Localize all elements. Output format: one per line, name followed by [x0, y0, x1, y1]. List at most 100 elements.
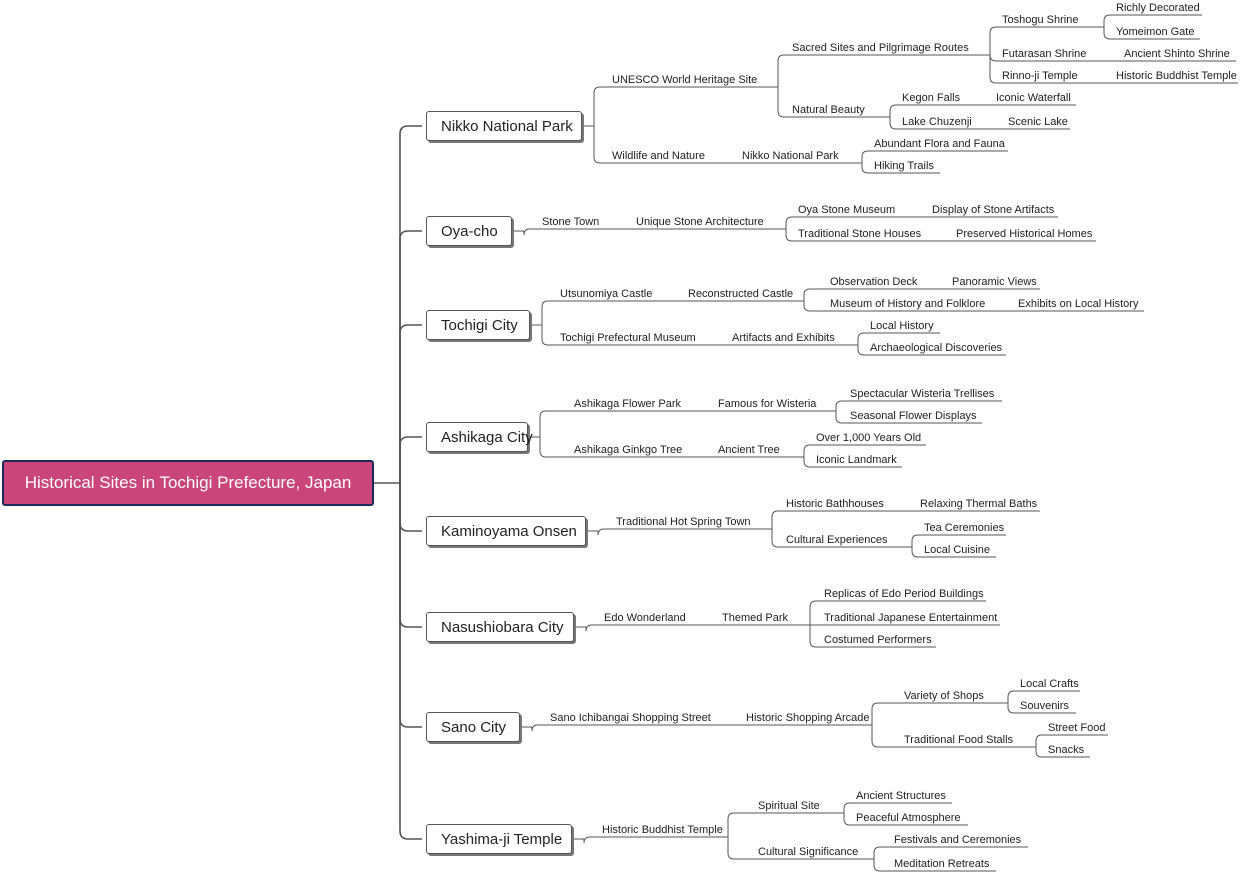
- subtopic-street-food[interactable]: Street Food: [1048, 722, 1106, 734]
- root-node[interactable]: Historical Sites in Tochigi Prefecture, …: [2, 460, 374, 506]
- subtopic-wildlife-and-nature[interactable]: Wildlife and Nature: [612, 150, 705, 162]
- subtopic-replicas-of-edo-period-buildings[interactable]: Replicas of Edo Period Buildings: [824, 588, 984, 600]
- connector: [809, 600, 820, 625]
- subtopic-scenic-lake[interactable]: Scenic Lake: [1008, 116, 1068, 128]
- subtopic-hiking-trails[interactable]: Hiking Trails: [874, 160, 934, 172]
- connector: [597, 528, 612, 536]
- subtopic-local-crafts[interactable]: Local Crafts: [1020, 678, 1079, 690]
- subtopic-festivals-and-ceremonies[interactable]: Festivals and Ceremonies: [894, 834, 1022, 846]
- subtopic-iconic-waterfall[interactable]: Iconic Waterfall: [996, 92, 1071, 104]
- topic-yashima-ji-temple[interactable]: Yashima-ji Temple: [426, 824, 572, 854]
- subtopic-historic-buddhist-temple[interactable]: Historic Buddhist Temple: [1116, 70, 1237, 82]
- subtopic-abundant-flora-and-fauna[interactable]: Abundant Flora and Fauna: [874, 138, 1005, 150]
- subtopic-local-history[interactable]: Local History: [870, 320, 934, 332]
- subtopic-panoramic-views[interactable]: Panoramic Views: [952, 276, 1037, 288]
- topic-oya-cho[interactable]: Oya-cho: [426, 216, 512, 246]
- subtopic-historic-shopping-arcade[interactable]: Historic Shopping Arcade: [746, 712, 870, 724]
- subtopic-variety-of-shops[interactable]: Variety of Shops: [904, 690, 984, 702]
- connector: [539, 437, 570, 458]
- subtopic-costumed-performers[interactable]: Costumed Performers: [824, 634, 932, 646]
- topic-nasushiobara-city[interactable]: Nasushiobara City: [426, 612, 574, 642]
- subtopic-museum-of-history-and-folklore[interactable]: Museum of History and Folklore: [830, 298, 986, 310]
- subtopic-ancient-shinto-shrine[interactable]: Ancient Shinto Shrine: [1124, 48, 1230, 60]
- connector: [523, 228, 538, 236]
- connector: [593, 126, 608, 164]
- connector: [871, 725, 900, 748]
- subtopic-themed-park[interactable]: Themed Park: [722, 612, 789, 624]
- subtopic-tochigi-prefectural-museum[interactable]: Tochigi Prefectural Museum: [560, 332, 696, 344]
- subtopic-reconstructed-castle[interactable]: Reconstructed Castle: [688, 288, 794, 300]
- topic-tochigi-city[interactable]: Tochigi City: [426, 310, 530, 340]
- connector: [1035, 734, 1044, 747]
- subtopic-preserved-historical-homes[interactable]: Preserved Historical Homes: [956, 228, 1093, 240]
- subtopic-peaceful-atmosphere[interactable]: Peaceful Atmosphere: [856, 812, 961, 824]
- connector: [889, 117, 898, 130]
- subtopic-yomeimon-gate[interactable]: Yomeimon Gate: [1116, 26, 1195, 38]
- subtopic-oya-stone-museum[interactable]: Oya Stone Museum: [798, 204, 896, 216]
- topic-kaminoyama-onsen[interactable]: Kaminoyama Onsen: [426, 516, 586, 546]
- connector: [1103, 27, 1112, 40]
- subtopic-famous-for-wisteria[interactable]: Famous for Wisteria: [718, 398, 817, 410]
- subtopic-ashikaga-flower-park[interactable]: Ashikaga Flower Park: [574, 398, 681, 410]
- subtopic-souvenirs[interactable]: Souvenirs: [1020, 700, 1069, 712]
- subtopic-relaxing-thermal-baths[interactable]: Relaxing Thermal Baths: [920, 498, 1038, 510]
- subtopic-ancient-tree[interactable]: Ancient Tree: [718, 444, 780, 456]
- subtopic-historic-bathhouses[interactable]: Historic Bathhouses: [786, 498, 884, 510]
- connector: [861, 150, 870, 163]
- subtopic-ashikaga-ginkgo-tree[interactable]: Ashikaga Ginkgo Tree: [574, 444, 683, 456]
- connector: [803, 444, 812, 457]
- subtopic-stone-town[interactable]: Stone Town: [542, 216, 600, 228]
- subtopic-exhibits-on-local-history[interactable]: Exhibits on Local History: [1018, 298, 1139, 310]
- subtopic-richly-decorated[interactable]: Richly Decorated: [1116, 2, 1200, 14]
- subtopic-natural-beauty[interactable]: Natural Beauty: [792, 104, 865, 116]
- subtopic-nikko-national-park[interactable]: Nikko National Park: [742, 150, 839, 162]
- subtopic-observation-deck[interactable]: Observation Deck: [830, 276, 918, 288]
- subtopic-traditional-japanese-entertainment[interactable]: Traditional Japanese Entertainment: [824, 612, 998, 624]
- subtopic-futarasan-shrine[interactable]: Futarasan Shrine: [1002, 48, 1087, 60]
- subtopic-spiritual-site[interactable]: Spiritual Site: [758, 800, 820, 812]
- connector: [989, 55, 998, 84]
- root-link: [399, 483, 422, 840]
- subtopic-spectacular-wisteria-trellises[interactable]: Spectacular Wisteria Trellises: [850, 388, 995, 400]
- connector: [1007, 703, 1016, 714]
- topic-nikko-national-park[interactable]: Nikko National Park: [426, 111, 582, 141]
- subtopic-cultural-experiences[interactable]: Cultural Experiences: [786, 534, 888, 546]
- subtopic-sacred-sites-and-pilgrimage-routes[interactable]: Sacred Sites and Pilgrimage Routes: [792, 42, 969, 54]
- topic-sano-city[interactable]: Sano City: [426, 712, 520, 742]
- subtopic-seasonal-flower-displays[interactable]: Seasonal Flower Displays: [850, 410, 977, 422]
- subtopic-tea-ceremonies[interactable]: Tea Ceremonies: [924, 522, 1005, 534]
- subtopic-archaeological-discoveries[interactable]: Archaeological Discoveries: [870, 342, 1003, 354]
- subtopic-display-of-stone-artifacts[interactable]: Display of Stone Artifacts: [932, 204, 1055, 216]
- subtopic-lake-chuzenji[interactable]: Lake Chuzenji: [902, 116, 972, 128]
- subtopic-unique-stone-architecture[interactable]: Unique Stone Architecture: [636, 216, 764, 228]
- subtopic-meditation-retreats[interactable]: Meditation Retreats: [894, 858, 990, 870]
- connector: [871, 702, 900, 725]
- subtopic-utsunomiya-castle[interactable]: Utsunomiya Castle: [560, 288, 653, 300]
- subtopic-ancient-structures[interactable]: Ancient Structures: [856, 790, 946, 802]
- subtopic-iconic-landmark[interactable]: Iconic Landmark: [816, 454, 897, 466]
- subtopic-historic-buddhist-temple[interactable]: Historic Buddhist Temple: [602, 824, 723, 836]
- connector: [873, 859, 890, 872]
- subtopic-traditional-hot-spring-town[interactable]: Traditional Hot Spring Town: [616, 516, 751, 528]
- connector: [873, 846, 890, 859]
- subtopic-toshogu-shrine[interactable]: Toshogu Shrine: [1002, 14, 1079, 26]
- subtopic-cultural-significance[interactable]: Cultural Significance: [758, 846, 859, 858]
- subtopic-sano-ichibangai-shopping-street[interactable]: Sano Ichibangai Shopping Street: [550, 712, 711, 724]
- subtopic-artifacts-and-exhibits[interactable]: Artifacts and Exhibits: [732, 332, 835, 344]
- connector: [835, 411, 846, 424]
- subtopic-snacks[interactable]: Snacks: [1048, 744, 1085, 756]
- connector: [911, 534, 920, 547]
- subtopic-unesco-world-heritage-site[interactable]: UNESCO World Heritage Site: [612, 74, 758, 86]
- connector: [771, 510, 782, 529]
- subtopic-traditional-food-stalls[interactable]: Traditional Food Stalls: [904, 734, 1014, 746]
- connector: [889, 104, 898, 117]
- subtopic-kegon-falls[interactable]: Kegon Falls: [902, 92, 961, 104]
- topic-ashikaga-city[interactable]: Ashikaga City: [426, 422, 533, 452]
- subtopic-edo-wonderland[interactable]: Edo Wonderland: [604, 612, 686, 624]
- subtopic-rinno-ji-temple[interactable]: Rinno-ji Temple: [1002, 70, 1078, 82]
- subtopic-traditional-stone-houses[interactable]: Traditional Stone Houses: [798, 228, 922, 240]
- connector: [803, 288, 826, 301]
- subtopic-local-cuisine[interactable]: Local Cuisine: [924, 544, 991, 556]
- subtopic-over-1-000-years-old[interactable]: Over 1,000 Years Old: [816, 432, 922, 444]
- connector: [861, 163, 870, 174]
